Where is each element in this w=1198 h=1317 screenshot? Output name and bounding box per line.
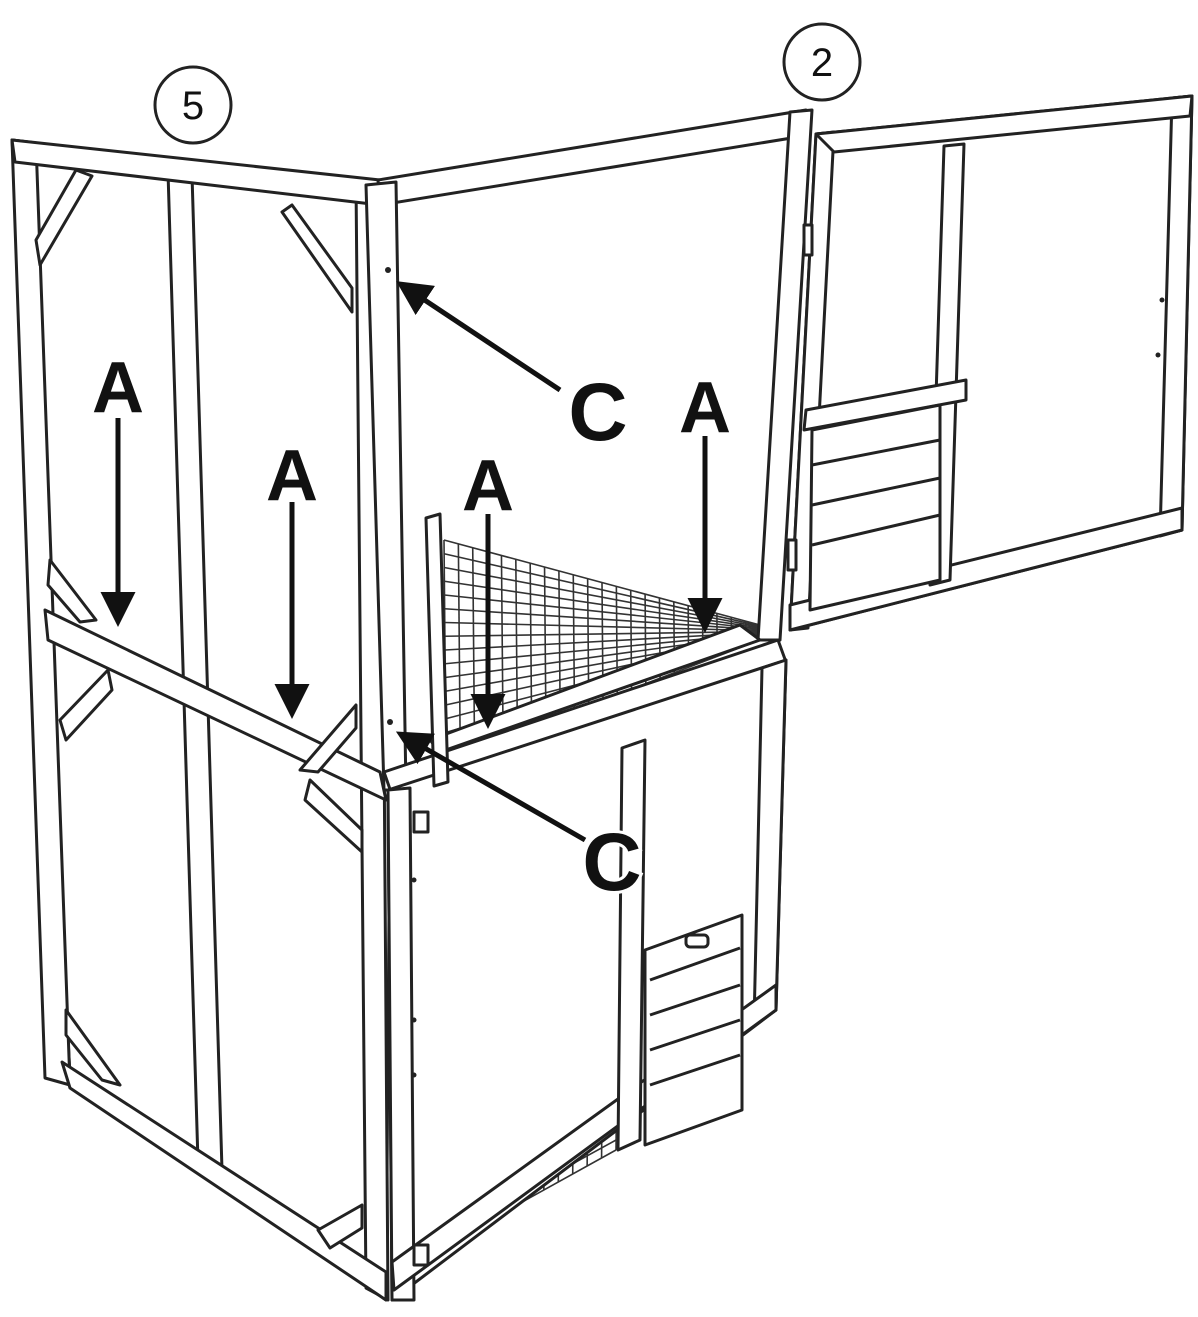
wooden-frame: [10, 94, 1194, 1302]
screw: [411, 877, 417, 883]
callout-a-2: A: [266, 436, 318, 516]
screw: [411, 1017, 417, 1023]
inner-back-post: [424, 512, 450, 788]
small-door-slat: [811, 513, 941, 547]
lower-front-middle-post: [616, 738, 647, 1152]
hatch-slat: [649, 983, 741, 1017]
callout-c-2: C: [582, 817, 641, 908]
callout-labels: A A A A C C: [89, 345, 734, 911]
small-door-slat: [811, 476, 941, 507]
door-panel-bottom-rail: [788, 506, 1184, 632]
lower-front-left-post: [386, 786, 416, 1302]
hinge: [786, 538, 798, 572]
brace-lower-left: [58, 668, 114, 742]
arrow-c-2: [395, 731, 587, 843]
brace-lower-bl: [64, 1008, 122, 1087]
door-panel-top-rail: [814, 94, 1194, 154]
panel-number-2: 2: [811, 41, 833, 85]
screw: [1159, 297, 1165, 303]
callout-a-1: A: [92, 348, 144, 428]
panel-number-circle-2: [782, 22, 862, 102]
hatch-slat: [649, 1018, 741, 1052]
brace-lower-bottom: [316, 1203, 364, 1250]
brace-top-right: [280, 203, 354, 314]
screw-c-upper: [385, 267, 391, 273]
panel-number-5: 5: [182, 84, 204, 128]
hatch-slat: [649, 946, 741, 982]
panel-number-circle-5: [153, 65, 233, 145]
screw-c-lower: [387, 719, 393, 725]
left-wall-middle-rail: [43, 608, 388, 802]
screw: [411, 1072, 417, 1078]
callout-a-3: A: [462, 446, 514, 526]
brace-bottom-right: [298, 703, 358, 774]
arrow-c-1: [396, 281, 562, 393]
hatch-slat: [649, 1053, 741, 1087]
hinge: [802, 223, 814, 257]
small-door-slat: [811, 438, 941, 467]
panel-number-markers: 5 2: [153, 22, 862, 145]
callout-c-1: C: [568, 367, 627, 458]
brace-top-left: [34, 168, 94, 267]
hatch-handle: [684, 933, 710, 949]
door-panel-cross-rail: [802, 378, 968, 432]
brace-bottom-left: [46, 558, 98, 624]
callout-arrows: [100, 281, 723, 843]
callout-a-4: A: [679, 368, 731, 448]
left-wall-bottom-rail: [60, 1060, 388, 1302]
bolt-block: [412, 1243, 430, 1267]
front-upper-frame-top: [376, 108, 812, 207]
brace-lower-br: [303, 778, 364, 854]
screw: [1155, 352, 1161, 358]
bolt-block: [412, 810, 430, 834]
screws: [385, 267, 1165, 1078]
door-panel-small-door: [808, 403, 942, 612]
front-upper-frame-right-post: [756, 108, 814, 642]
lower-hatch-door: [643, 913, 744, 1147]
